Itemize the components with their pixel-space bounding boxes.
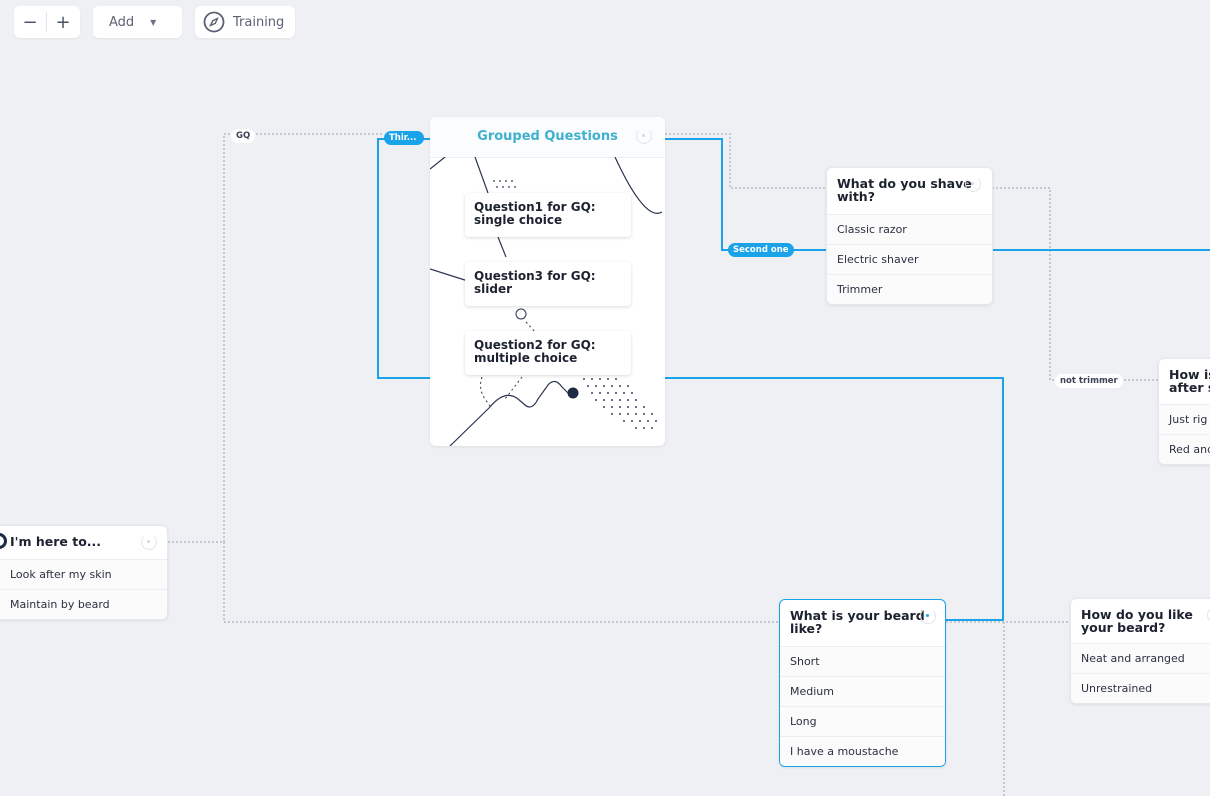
edge-label-not-trimmer[interactable]: not trimmer bbox=[1055, 374, 1123, 388]
question-node-intro[interactable]: I'm here to... Look after my skin Mainta… bbox=[0, 525, 168, 620]
connector-third-loop bbox=[377, 138, 430, 379]
option-long[interactable]: Long bbox=[780, 706, 945, 736]
zoom-in-button[interactable]: + bbox=[55, 11, 71, 33]
edge-label-third[interactable]: Thir... bbox=[384, 131, 424, 145]
sub-question-single-choice[interactable]: Question1 for GQ: single choice bbox=[465, 193, 631, 237]
node-title: What do you shave with? bbox=[837, 176, 972, 204]
option-look-after-skin[interactable]: Look after my skin bbox=[0, 559, 167, 589]
status-ring-icon bbox=[636, 128, 652, 144]
zoom-out-button[interactable]: − bbox=[22, 11, 38, 33]
option-unrestrained[interactable]: Unrestrained bbox=[1071, 673, 1210, 703]
status-ring-icon bbox=[141, 534, 157, 550]
connector-second-one bbox=[665, 138, 826, 251]
edge-label-gq[interactable]: GQ bbox=[231, 129, 256, 143]
option-trimmer[interactable]: Trimmer bbox=[827, 274, 992, 304]
add-dropdown[interactable]: Add ▼ bbox=[93, 6, 182, 38]
start-node-handle[interactable] bbox=[0, 533, 7, 549]
training-label: Training bbox=[233, 14, 285, 30]
option-red[interactable]: Red and bbox=[1159, 434, 1210, 464]
grouped-questions-node[interactable]: Grouped Questions bbox=[430, 117, 665, 446]
compass-icon bbox=[203, 11, 225, 33]
question-node-beard-like[interactable]: What is your beard like? Short Medium Lo… bbox=[779, 599, 946, 767]
question-node-skin-after[interactable]: How is after s Just rig Red and bbox=[1158, 358, 1210, 465]
add-label: Add bbox=[109, 14, 135, 30]
connector-intro-to-gq bbox=[168, 133, 384, 543]
connector-intro-to-beard bbox=[223, 542, 780, 623]
chevron-down-icon: ▼ bbox=[150, 17, 157, 27]
option-just-right[interactable]: Just rig bbox=[1159, 404, 1210, 434]
question-node-shave[interactable]: What do you shave with? Classic razor El… bbox=[826, 167, 993, 305]
decorative-illustration bbox=[430, 157, 663, 446]
option-maintain-beard[interactable]: Maintain by beard bbox=[0, 589, 167, 619]
status-ring-icon bbox=[965, 176, 981, 192]
zoom-controls: − + bbox=[14, 6, 80, 38]
sub-question-multiple-choice[interactable]: Question2 for GQ: multiple choice bbox=[465, 331, 631, 375]
node-title: How is after s bbox=[1169, 367, 1210, 395]
option-electric-shaver[interactable]: Electric shaver bbox=[827, 244, 992, 274]
connector-shave-to-skin bbox=[992, 187, 1158, 381]
option-classic-razor[interactable]: Classic razor bbox=[827, 214, 992, 244]
training-button[interactable]: Training bbox=[195, 6, 295, 38]
edge-label-second-one[interactable]: Second one bbox=[728, 243, 794, 257]
node-title: What is your beard like? bbox=[790, 608, 925, 636]
option-medium[interactable]: Medium bbox=[780, 676, 945, 706]
status-ring-icon bbox=[920, 608, 936, 624]
grouped-questions-title: Grouped Questions bbox=[430, 117, 665, 158]
node-title: How do you like your beard? bbox=[1081, 607, 1193, 635]
zoom-divider bbox=[46, 12, 47, 32]
connector-gq-to-shave bbox=[665, 133, 826, 189]
option-short[interactable]: Short bbox=[780, 646, 945, 676]
option-neat[interactable]: Neat and arranged bbox=[1071, 643, 1210, 673]
node-title: I'm here to... bbox=[10, 534, 102, 549]
connector-gq-to-beard bbox=[665, 377, 1004, 621]
option-moustache[interactable]: I have a moustache bbox=[780, 736, 945, 766]
sub-question-slider[interactable]: Question3 for GQ: slider bbox=[465, 262, 631, 306]
question-node-beard-pref[interactable]: How do you like your beard? Neat and arr… bbox=[1070, 598, 1210, 704]
